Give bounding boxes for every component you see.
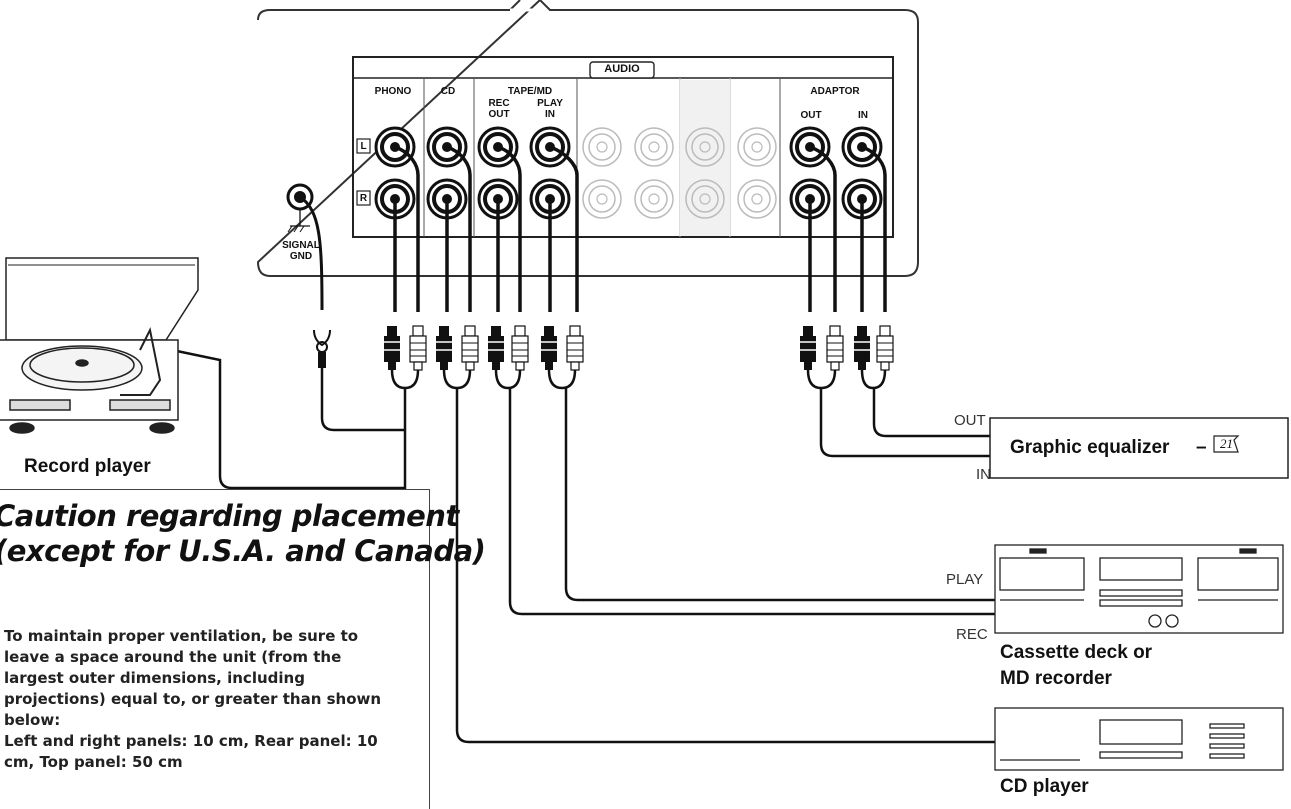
signal-gnd-terminal	[286, 183, 324, 311]
cd-label: CD	[440, 86, 456, 97]
panel-jacks	[356, 126, 883, 220]
deck-play-label: PLAY	[946, 571, 984, 588]
equalizer-arrow: –	[1196, 437, 1207, 458]
equalizer-page-ref: 21	[1220, 436, 1233, 451]
panel-cables	[393, 145, 887, 312]
tape-md-label: TAPE/MD	[507, 86, 553, 97]
eq-out-label: OUT	[954, 412, 986, 429]
graphic-equalizer-box	[989, 417, 1289, 479]
caution-dimensions: Left and right panels: 10 cm, Rear panel…	[4, 732, 378, 771]
cd-player-illustration	[994, 707, 1284, 771]
rca-plugs	[383, 325, 894, 371]
channel-l-label: L	[360, 141, 367, 152]
adaptor-out-label: OUT	[800, 110, 822, 121]
record-player-label: Record player	[24, 456, 151, 477]
receiver-back-panel	[256, 0, 919, 277]
phono-label: PHONO	[374, 86, 412, 97]
eq-in-label: IN	[976, 466, 991, 483]
cassette-deck-illustration	[994, 544, 1284, 634]
caution-body: To maintain proper ventilation, be sure …	[4, 626, 404, 773]
caution-text: To maintain proper ventilation, be sure …	[4, 627, 382, 729]
adaptor-label: ADAPTOR	[810, 86, 860, 97]
graphic-equalizer-label: Graphic equalizer	[1010, 437, 1170, 458]
audio-header-box	[589, 61, 655, 79]
record-player-illustration	[0, 257, 199, 434]
deck-rec-label: REC	[956, 626, 988, 643]
device-cables	[171, 348, 995, 744]
caution-title: Caution regarding placement (except for …	[0, 499, 486, 568]
audio-header: AUDIO	[604, 63, 640, 75]
cd-player-label: CD player	[1000, 776, 1089, 797]
adaptor-in-label: IN	[858, 110, 868, 121]
channel-r-label: R	[359, 193, 368, 204]
caution-box	[0, 489, 430, 809]
gnd-spade-lug	[313, 329, 331, 368]
